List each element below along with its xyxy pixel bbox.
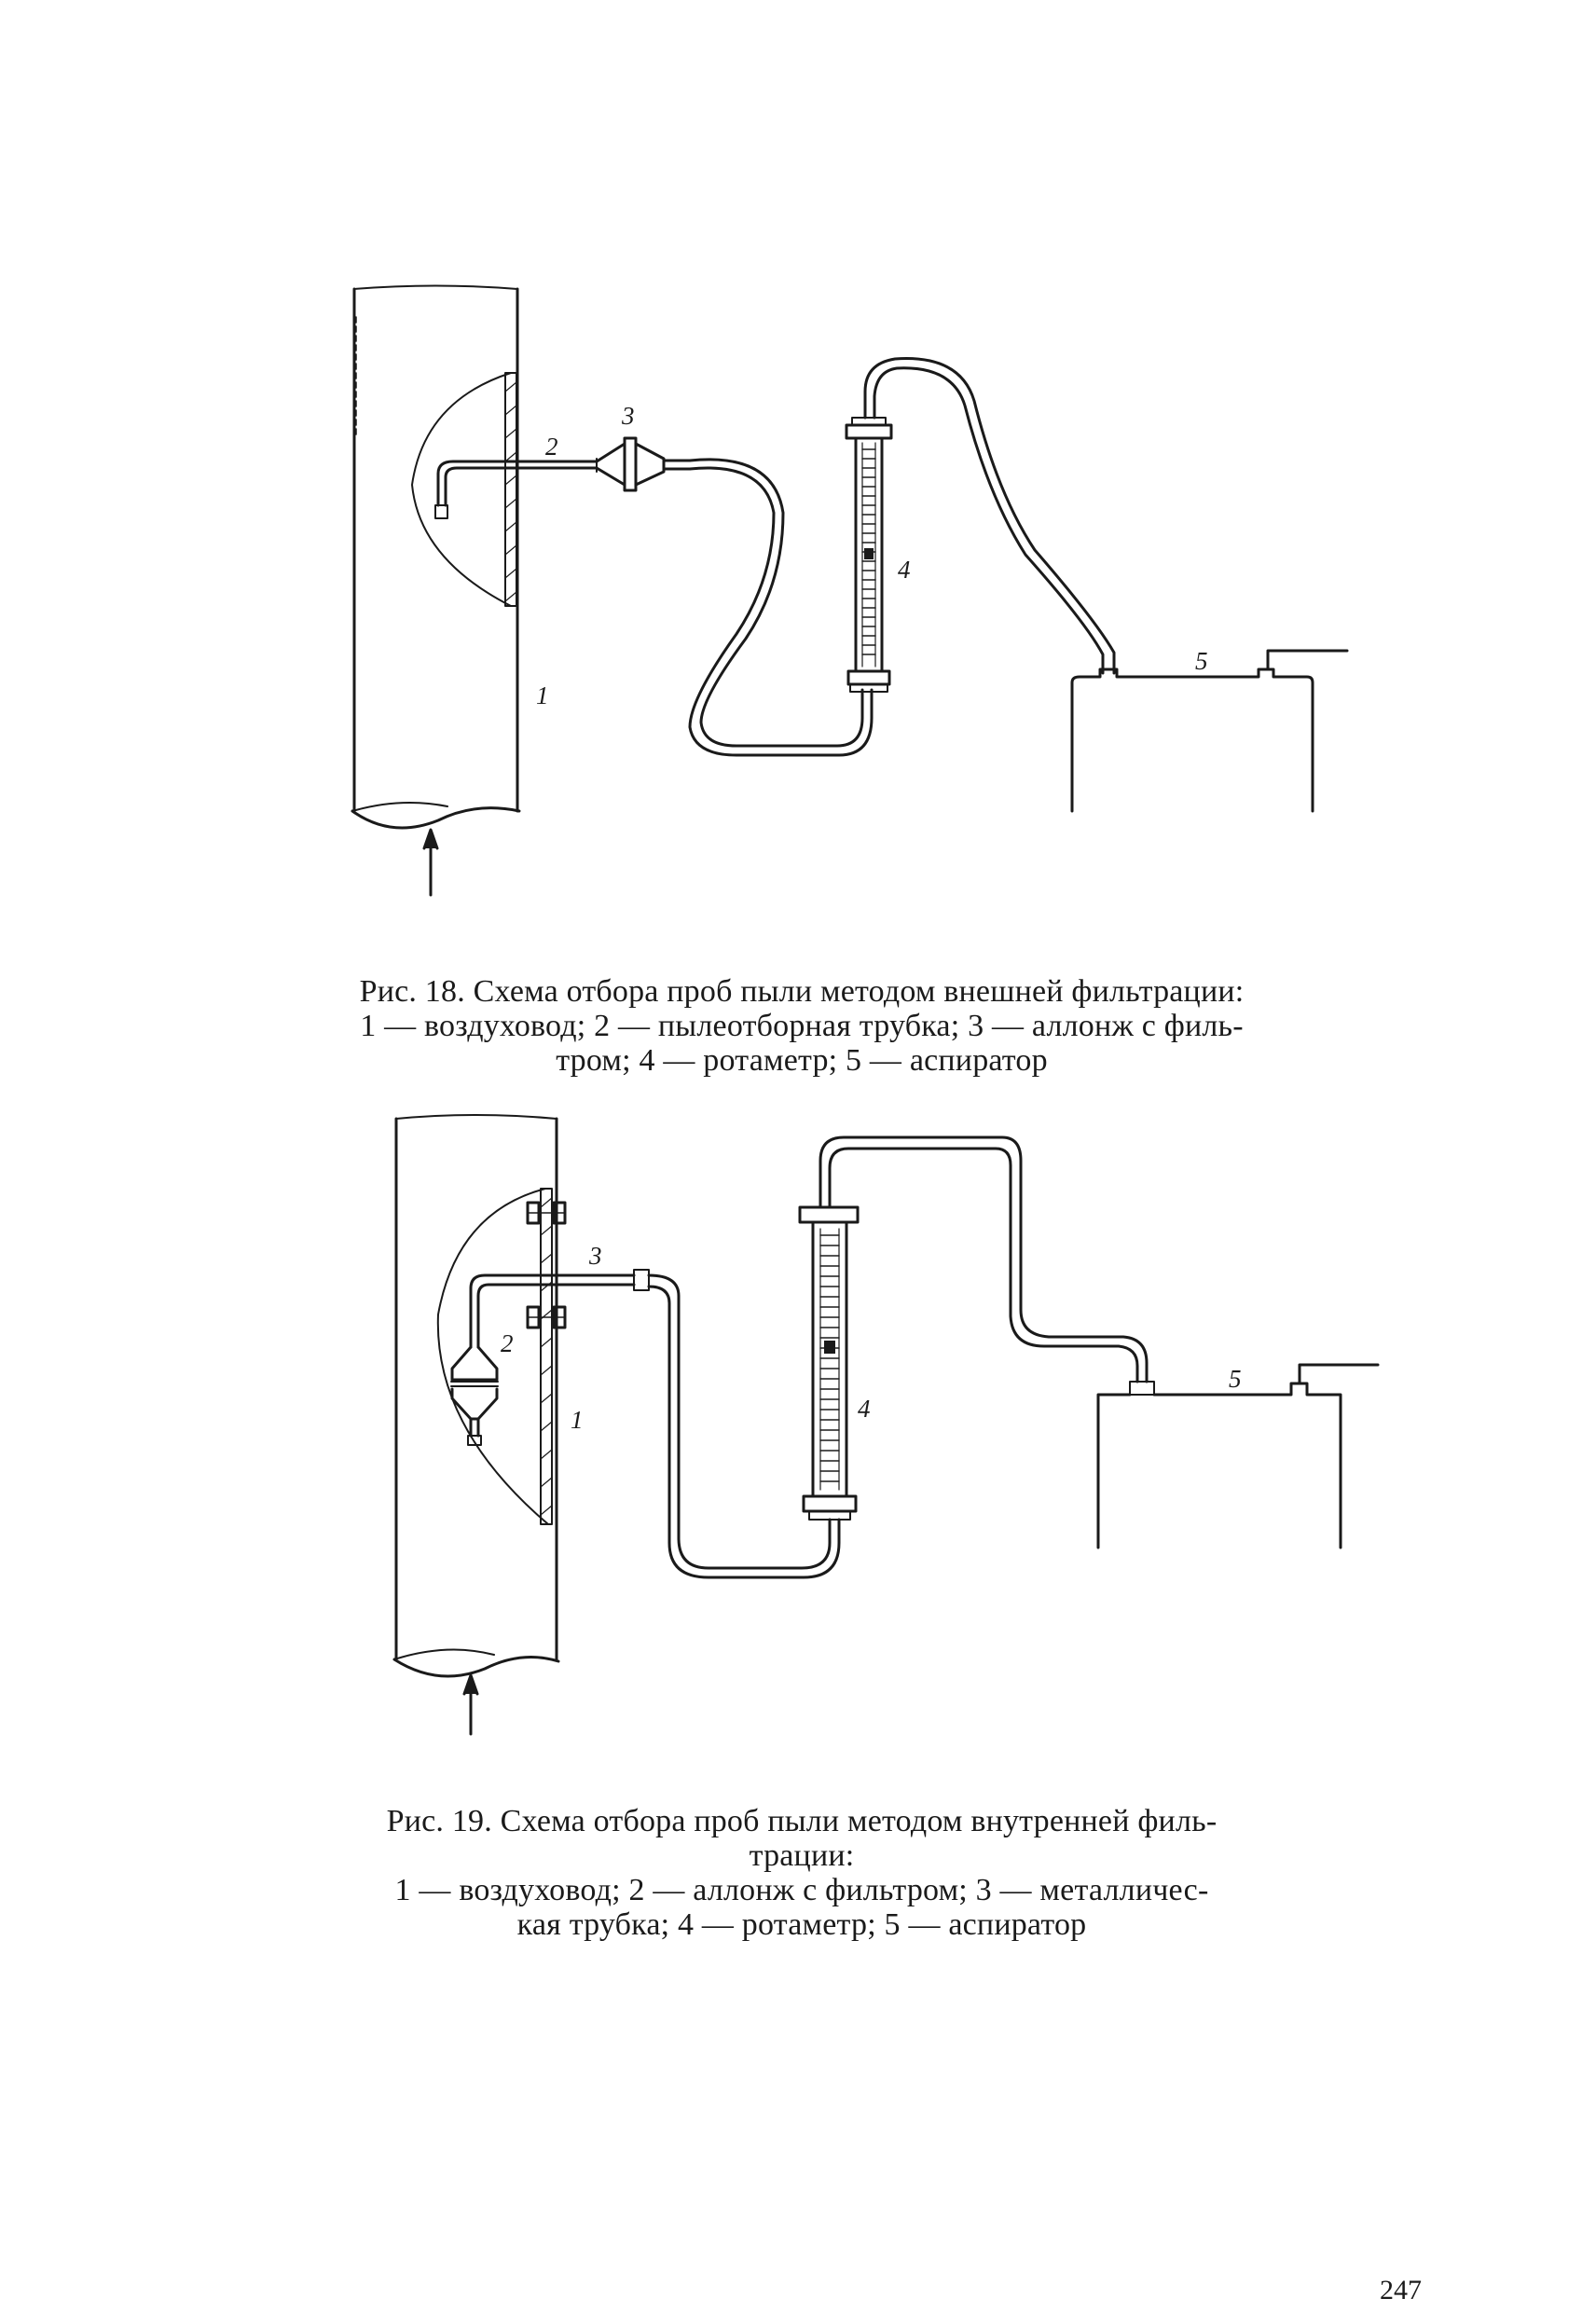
caption-18-line-2: 1 — воздуховод; 2 — пылеотборная трубка;… (360, 1009, 1244, 1043)
figure-19-svg: 1 2 3 4 5 (392, 1114, 1380, 1736)
figure-19-diagram: 1 2 3 4 5 (0, 1072, 1596, 1743)
label-5-aspirator: 5 (1229, 1365, 1242, 1393)
label-2-allonge: 2 (501, 1329, 514, 1357)
rubber-hose-to-rotameter (688, 458, 874, 757)
dust-sampling-tube (434, 458, 598, 519)
label-1-duct: 1 (536, 681, 549, 709)
page-number: 247 (1380, 2275, 1422, 2305)
label-4-rotameter: 4 (858, 1395, 871, 1423)
rubber-hose-to-aspirator (819, 1135, 1149, 1383)
rotameter (798, 1205, 860, 1521)
label-3-allonge: 3 (621, 402, 635, 430)
duct-wall-section (504, 372, 517, 607)
duct-cutaway (411, 372, 512, 607)
airflow-arrow (422, 828, 439, 897)
air-duct (351, 284, 521, 830)
duct-wall-section (540, 1188, 553, 1525)
metal-tube (469, 1269, 650, 1349)
rubber-hose-to-aspirator (863, 357, 1116, 675)
label-5-aspirator: 5 (1195, 647, 1208, 675)
rotameter (845, 417, 893, 693)
caption-19-line-4: кая трубка; 4 — ротаметр; 5 — аспиратор (516, 1907, 1087, 1942)
flange-bolts (526, 1201, 567, 1329)
label-3-tube: 3 (588, 1242, 602, 1270)
caption-19-line-3: 1 — воздуховод; 2 — аллонж с фильтром; 3… (394, 1873, 1209, 1907)
label-2-tube: 2 (545, 433, 558, 461)
allonge-with-filter (595, 436, 692, 492)
caption-19-line-1: Рис. 19. Схема отбора проб пыли методом … (386, 1804, 1218, 1838)
aspirator (1070, 649, 1349, 813)
figure-18-caption: Рис. 18. Схема отбора проб пыли методом … (280, 974, 1324, 1078)
airflow-arrow (462, 1673, 479, 1736)
air-duct (392, 1114, 560, 1678)
figure-18-diagram: 1 2 3 4 5 (0, 252, 1596, 932)
duct-cutaway (436, 1188, 549, 1525)
caption-18-line-1: Рис. 18. Схема отбора проб пыли методом … (359, 974, 1245, 1009)
caption-19-line-2: трации: (749, 1838, 855, 1873)
aspirator (1096, 1363, 1380, 1549)
label-1-duct: 1 (571, 1406, 584, 1434)
label-4-rotameter: 4 (898, 556, 911, 584)
rubber-hose-to-rotameter (647, 1273, 841, 1579)
allonge-with-filter (450, 1345, 499, 1446)
figure-18-svg: 1 2 3 4 5 (351, 284, 1349, 897)
figure-19-caption: Рис. 19. Схема отбора проб пыли методом … (280, 1804, 1324, 1942)
caption-18-line-3: тром; 4 — ротаметр; 5 — аспиратор (556, 1043, 1048, 1078)
